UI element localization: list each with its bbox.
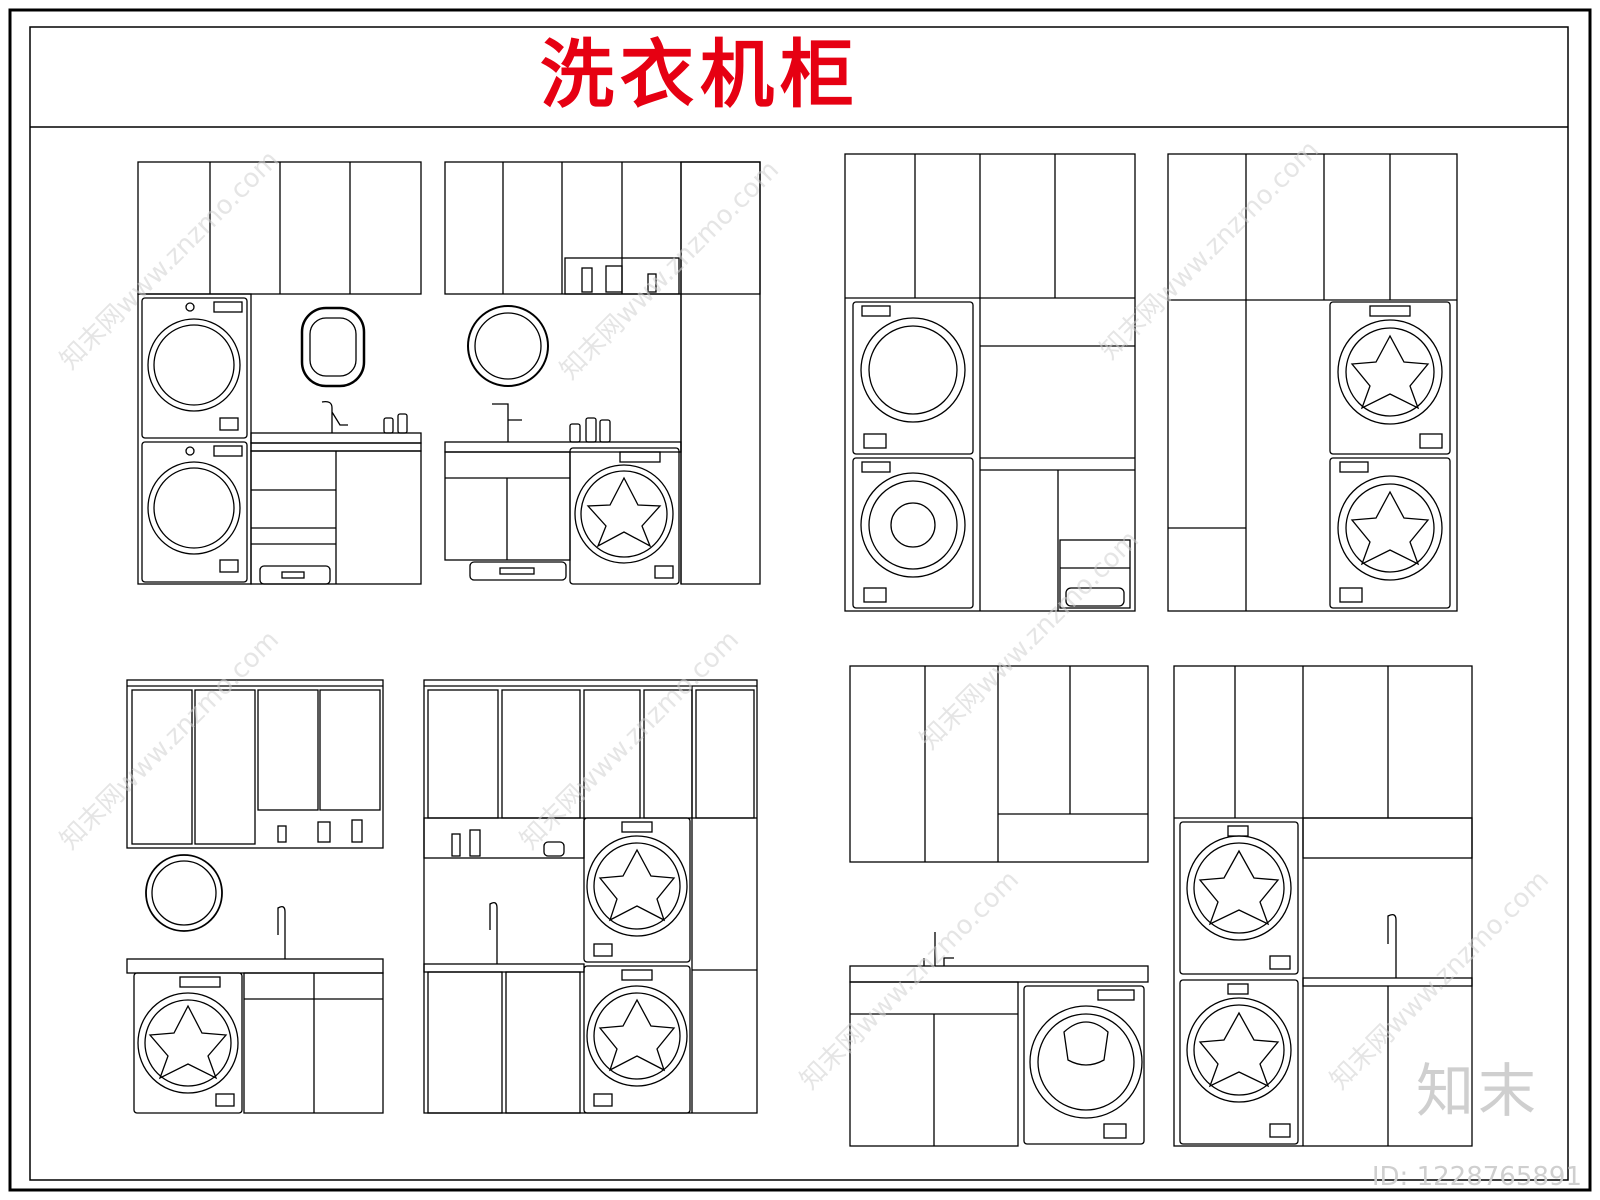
elevation-8 <box>1173 665 1473 1147</box>
elevation-4 <box>1167 153 1458 612</box>
watermark-logo: 知末 <box>1415 1057 1540 1125</box>
washing-machine-icon <box>141 441 248 583</box>
page-title: 洗衣机柜 <box>540 32 860 118</box>
mirror-icon <box>467 305 549 387</box>
faucet-icon <box>277 906 286 959</box>
mirror-icon <box>300 306 366 388</box>
washing-machine-icon <box>852 301 974 455</box>
washing-machine-icon <box>1023 985 1145 1145</box>
elevation-2 <box>444 161 761 585</box>
elevation-6 <box>423 679 758 1114</box>
washing-machine-icon <box>1329 457 1451 609</box>
robot-vacuum-icon <box>469 561 567 581</box>
faucet-icon <box>492 403 522 442</box>
image-id-label: ID: 1228765891 <box>1371 1162 1582 1192</box>
washing-machine-icon <box>583 965 691 1114</box>
washing-machine-icon <box>1179 821 1299 975</box>
robot-vacuum-icon <box>1065 587 1125 607</box>
washing-machine-icon <box>1329 301 1451 455</box>
faucet-icon <box>1387 914 1397 978</box>
elevation-1 <box>137 161 422 585</box>
elevation-7 <box>849 665 1149 1147</box>
faucet-icon <box>923 932 954 966</box>
washing-machine-icon <box>583 817 691 963</box>
washing-machine-icon <box>852 457 974 609</box>
elevation-5 <box>126 679 384 1114</box>
smart-panel-icon <box>145 854 223 932</box>
outer-border <box>8 8 1592 1192</box>
inner-border <box>29 26 1569 1181</box>
washing-machine-icon <box>569 447 680 585</box>
faucet-icon <box>489 902 498 964</box>
faucet-icon <box>321 400 348 433</box>
elevation-3 <box>844 153 1136 612</box>
robot-vacuum-icon <box>259 565 331 585</box>
washing-machine-icon <box>1179 979 1299 1145</box>
dryer-icon <box>141 297 248 439</box>
washing-machine-icon <box>133 972 243 1114</box>
